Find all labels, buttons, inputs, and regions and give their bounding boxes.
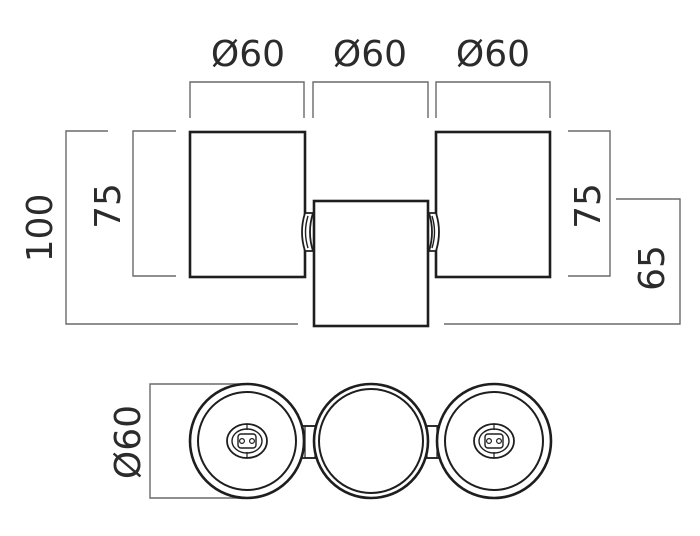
dim-label-right-inner: 75 <box>568 183 609 229</box>
left-spot-body <box>188 130 307 279</box>
dim-bracket-diameter <box>149 383 247 499</box>
right-socket-icon <box>473 423 515 459</box>
dim-bracket-right-inner <box>568 130 611 277</box>
dim-label-right-outer: 65 <box>632 245 673 291</box>
dim-label-left-outer: 100 <box>20 194 61 263</box>
right-spot-body <box>434 130 552 279</box>
center-mount-body <box>312 199 430 328</box>
left-joint <box>301 212 315 252</box>
dim-label-top-left: Ø60 <box>211 34 285 75</box>
dim-bracket-right-outer <box>444 198 681 325</box>
right-joint <box>427 212 440 252</box>
dim-label-diameter: Ø60 <box>108 405 149 479</box>
top-view: Ø60 <box>108 382 553 500</box>
dim-label-left-inner: 75 <box>88 183 129 229</box>
dim-bracket-left <box>189 81 305 118</box>
dim-bracket-middle <box>312 81 429 118</box>
dim-label-top-middle: Ø60 <box>333 34 407 75</box>
left-socket-icon <box>226 423 268 459</box>
dim-label-top-right: Ø60 <box>456 34 530 75</box>
center-mount-head <box>312 382 430 500</box>
dim-bracket-right <box>435 81 551 118</box>
dim-bracket-left-outer <box>65 130 298 325</box>
dim-bracket-left-inner <box>132 130 176 277</box>
side-view: Ø60 Ø60 Ø60 100 75 75 65 <box>20 34 681 328</box>
